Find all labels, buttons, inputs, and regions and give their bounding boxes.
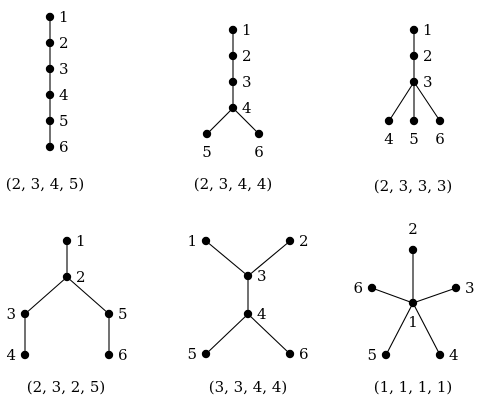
vertex-label-6: 6 [59,138,69,156]
vertex-label-5: 5 [409,130,419,148]
vertex-3 [20,309,30,319]
vertex-4 [45,90,55,100]
vertex-label-2: 2 [242,47,252,65]
vertex-2 [285,236,295,246]
vertex-5 [381,350,391,360]
edge-1-4 [412,302,441,356]
vertex-1 [201,236,211,246]
vertex-label-1: 1 [76,232,86,250]
vertex-3 [228,77,238,87]
vertex-label-2: 2 [76,268,86,286]
tree-caption: (3, 3, 4, 4) [209,378,288,396]
vertex-4 [435,350,445,360]
vertex-label-6: 6 [353,279,363,297]
tree-star-1111: 1 2 3 4 5 6 (1, 1, 1, 1) [353,220,474,396]
tree-caption: (2, 3, 3, 3) [374,177,453,195]
vertex-label-1: 1 [423,21,433,39]
vertex-label-5: 5 [202,143,212,161]
vertex-label-2: 2 [423,47,433,65]
edge-4-5 [206,107,234,135]
vertex-6 [254,129,264,139]
vertex-label-4: 4 [242,99,252,117]
edge-4-6 [232,107,260,135]
edge-2-3 [247,240,291,277]
vertex-4 [243,309,253,319]
vertex-label-2: 2 [59,34,69,52]
edge-1-3 [205,240,249,277]
vertex-label-1: 1 [59,8,69,26]
vertex-label-5: 5 [367,346,377,364]
vertex-4 [384,116,394,126]
vertex-label-5: 5 [118,305,128,323]
vertex-label-1: 1 [187,232,197,250]
vertex-label-4: 4 [449,346,459,364]
vertex-2 [408,245,418,255]
tree-y-shape-2344: 1 2 3 4 5 6 (2, 3, 4, 4) [194,21,273,193]
tree-caption: (1, 1, 1, 1) [374,378,453,396]
vertex-2 [62,272,72,282]
vertex-label-4: 4 [6,346,16,364]
vertex-label-1: 1 [242,21,252,39]
tree-caption: (2, 3, 4, 5) [6,175,85,193]
edge-4-6 [247,313,291,355]
vertex-1 [45,12,55,22]
vertex-label-2: 2 [408,220,418,238]
edge-3-6 [413,81,441,122]
edge-1-3 [412,287,457,304]
vertex-6 [104,350,114,360]
vertex-2 [409,51,419,61]
vertex-label-3: 3 [242,73,252,91]
vertex-label-3: 3 [465,279,475,297]
vertex-1 [408,298,418,308]
vertex-label-4: 4 [384,130,394,148]
vertex-6 [285,349,295,359]
vertex-5 [409,116,419,126]
vertex-label-6: 6 [435,130,445,148]
vertex-6 [435,116,445,126]
vertex-2 [45,38,55,48]
edge-1-6 [371,287,414,304]
vertex-label-3: 3 [423,73,433,91]
vertex-6 [367,283,377,293]
vertex-3 [45,64,55,74]
tree-path-2345: 1 2 3 4 5 6 (2, 3, 4, 5) [6,8,85,193]
vertex-label-1: 1 [408,313,418,331]
vertex-label-4: 4 [257,305,267,323]
vertex-5 [201,349,211,359]
vertex-5 [45,116,55,126]
vertex-label-4: 4 [59,86,69,104]
vertex-4 [20,350,30,360]
vertex-6 [45,142,55,152]
vertex-label-6: 6 [254,143,264,161]
edge-3-4 [388,81,415,122]
vertex-label-2: 2 [299,232,309,250]
vertex-label-3: 3 [59,60,69,78]
vertex-1 [228,25,238,35]
vertex-4 [228,103,238,113]
vertex-3 [451,283,461,293]
vertex-label-3: 3 [257,267,267,285]
edge-2-5 [66,276,110,315]
tree-h-shape-3344: 1 2 3 4 5 6 (3, 3, 4, 4) [187,232,308,396]
tree-caption: (2, 3, 2, 5) [27,378,106,396]
vertex-label-3: 3 [6,305,16,323]
vertex-1 [409,25,419,35]
edge-2-3 [24,276,68,315]
vertex-5 [104,309,114,319]
vertex-3 [409,77,419,87]
vertex-label-5: 5 [59,112,69,130]
vertex-1 [62,236,72,246]
edge-1-5 [385,302,414,356]
vertex-2 [228,51,238,61]
vertex-3 [243,271,253,281]
vertex-label-6: 6 [299,345,309,363]
vertex-label-6: 6 [118,346,128,364]
vertex-label-5: 5 [187,345,197,363]
vertex-5 [202,129,212,139]
tree-caption: (2, 3, 4, 4) [194,175,273,193]
edge-4-5 [205,313,249,355]
tree-branch-2325: 1 2 3 4 5 6 (2, 3, 2, 5) [6,232,127,396]
